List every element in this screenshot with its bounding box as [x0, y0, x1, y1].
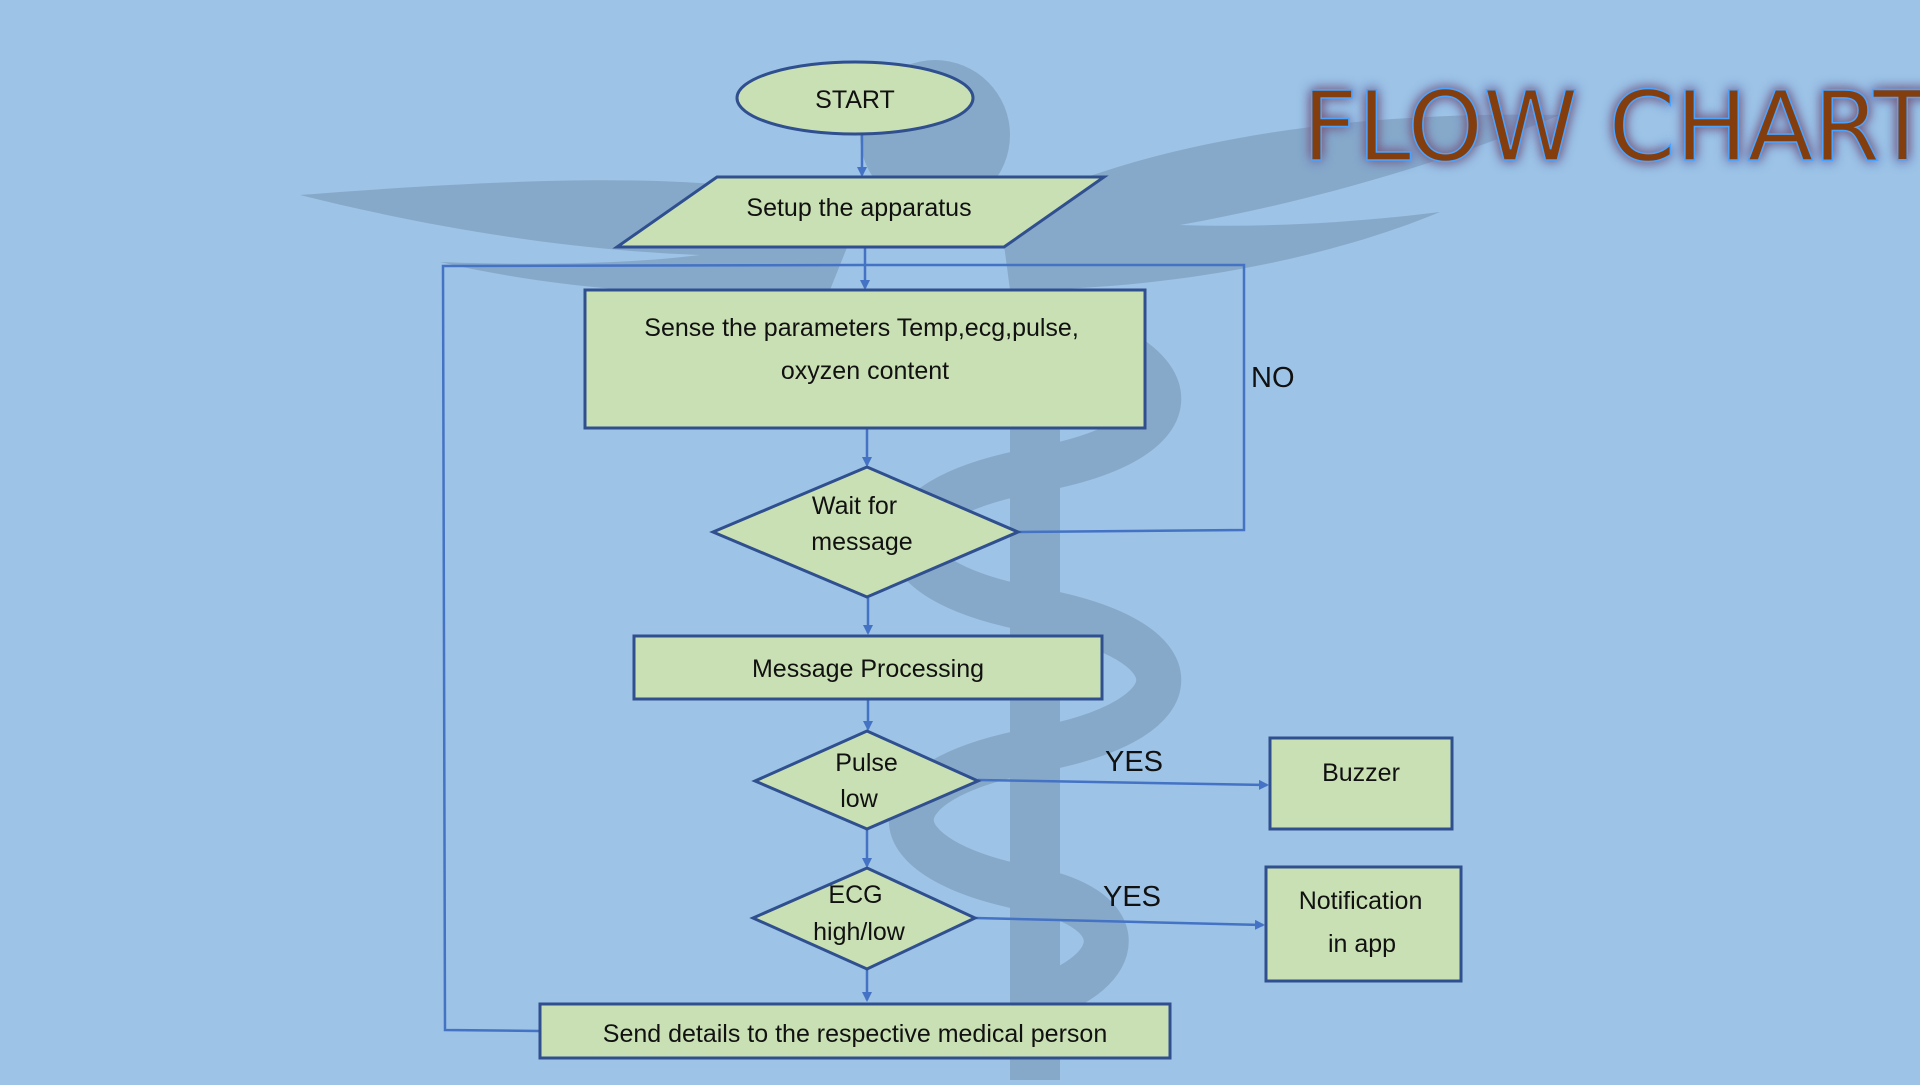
sense-label: Sense the parameters Temp,ecg,pulse, oxy…	[644, 314, 1085, 385]
send-node	[538, 1002, 1172, 1060]
no-loop-connector	[864, 263, 1246, 534]
connectors	[441, 135, 1269, 1033]
edge-labels: NO YES YES	[1103, 362, 1295, 913]
yes-ecg-edge-label: YES	[1103, 881, 1161, 913]
notification-node	[1264, 865, 1463, 983]
serpent-shape	[889, 298, 1181, 1022]
wait-label-line-1: Wait for	[812, 492, 897, 520]
setup-label: Setup the apparatus	[746, 194, 971, 222]
wait-node	[709, 465, 1022, 599]
ecg-label-line-2: high/low	[813, 918, 906, 946]
buzzer-label-line: Buzzer	[1322, 759, 1400, 787]
notification-label-line-1: Notification	[1299, 887, 1423, 915]
send-label: Send details to the respective medical p…	[603, 1020, 1107, 1048]
feedback-loop-connector	[441, 263, 865, 1033]
arrow-ecg-to-notification	[974, 916, 1265, 930]
right-wing-shape	[1000, 114, 1560, 291]
notification-label-line-2: in app	[1328, 930, 1396, 958]
processing-label-line: Message Processing	[752, 655, 984, 683]
start-label-line: START	[815, 86, 895, 114]
notification-label: Notification in app	[1299, 887, 1430, 958]
buzzer-node	[1268, 736, 1454, 831]
wait-label-line-2: message	[811, 528, 912, 556]
start-node	[735, 60, 975, 136]
sense-label-line-2: oxyzen content	[781, 357, 949, 385]
start-label: START	[815, 86, 895, 114]
setup-node	[612, 175, 1109, 249]
pulse-label-line-2: low	[840, 785, 878, 813]
flowchart-title: FLOW CHART	[1302, 71, 1920, 183]
setup-label-line: Setup the apparatus	[746, 194, 971, 222]
send-label-line: Send details to the respective medical p…	[603, 1020, 1107, 1048]
yes-pulse-edge-label: YES	[1105, 746, 1163, 778]
processing-label: Message Processing	[752, 655, 984, 683]
ecg-label-line-1: ECG	[828, 881, 882, 909]
pulse-node	[751, 729, 982, 831]
pulse-label-line-1: Pulse	[835, 749, 898, 777]
sense-label-line-1: Sense the parameters Temp,ecg,pulse,	[644, 314, 1079, 342]
nodes	[538, 60, 1463, 1060]
ecg-label: ECG high/low	[813, 881, 906, 946]
arrow-pulse-to-buzzer	[977, 778, 1269, 790]
buzzer-label: Buzzer	[1322, 759, 1400, 787]
sense-node	[583, 288, 1147, 430]
pulse-label: Pulse low	[835, 749, 905, 813]
ecg-node	[749, 866, 979, 971]
wait-label: Wait for message	[811, 492, 912, 556]
node-labels: START Setup the apparatus Sense the para…	[603, 86, 1430, 1048]
processing-node	[632, 634, 1104, 701]
no-edge-label: NO	[1251, 362, 1295, 394]
